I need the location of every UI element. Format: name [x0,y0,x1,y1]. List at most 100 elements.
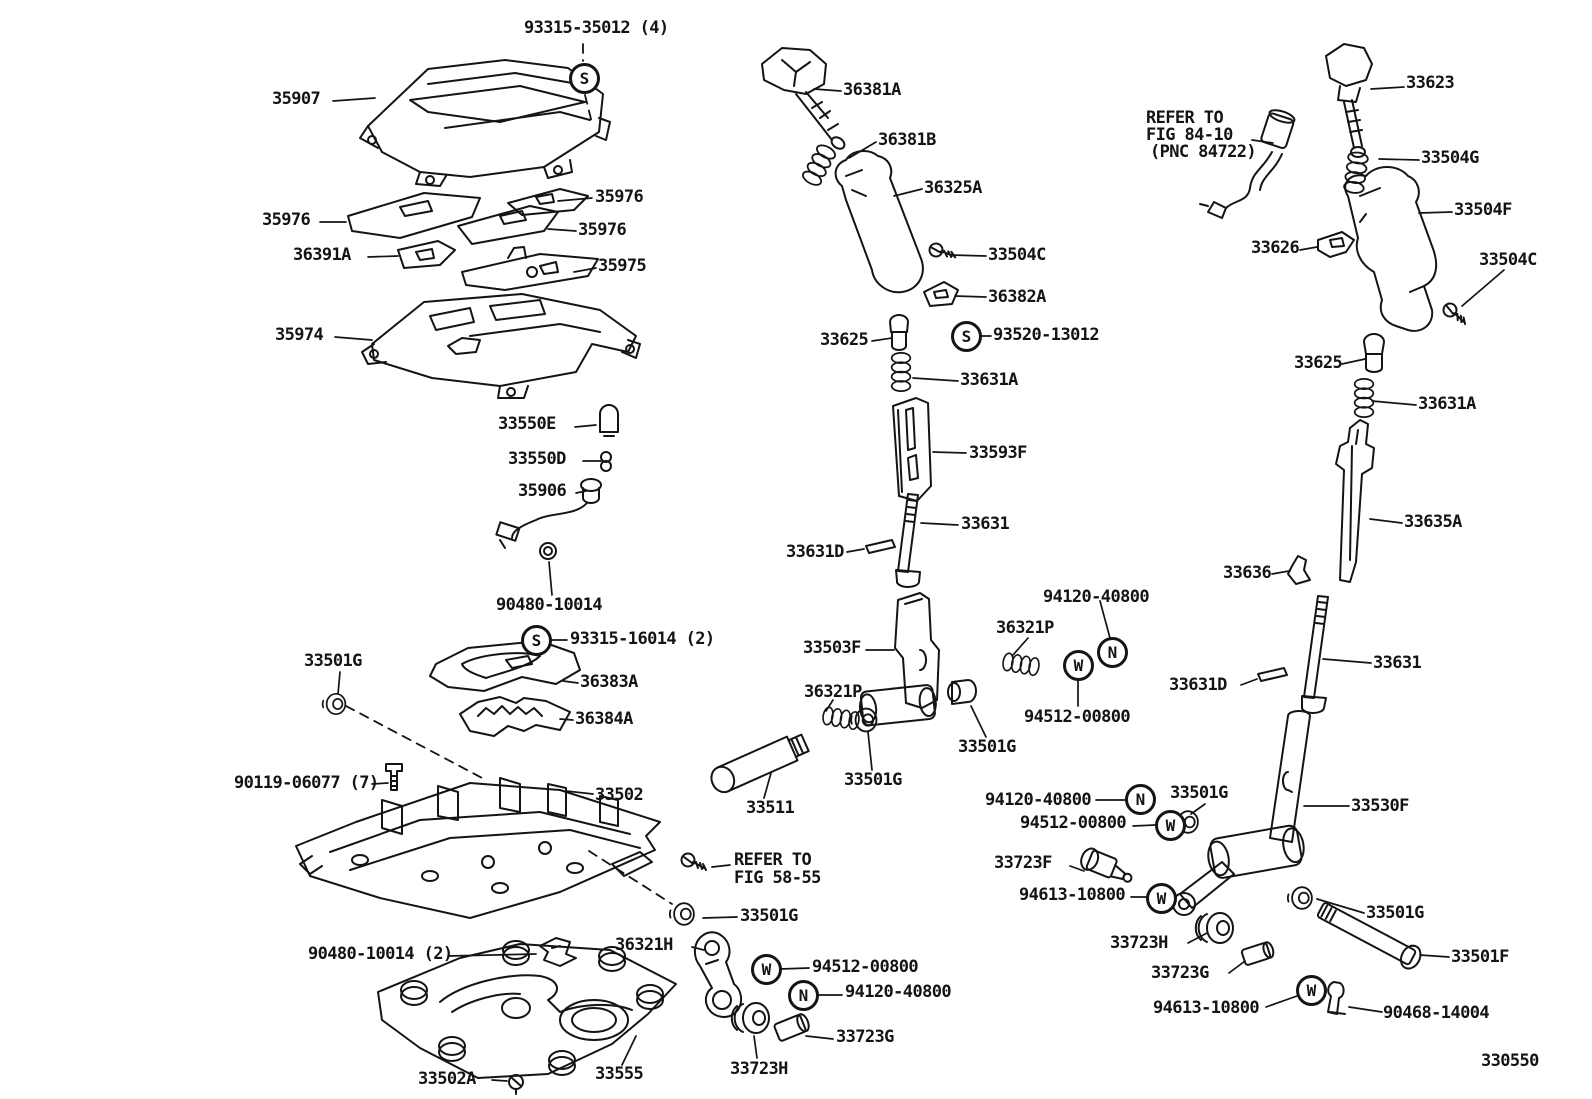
part-label: 33501G [1170,783,1228,803]
part-label: 36321P [804,682,862,702]
part-label: 36383A [580,672,638,692]
part-label: 90119-06077 (7) [234,773,379,793]
part-label: 33501G [1366,903,1424,923]
part-refer-fig58-55-screw-drawing [680,852,707,871]
part-33623-button-drawing [1325,43,1373,158]
part-label: 36381A [843,80,901,100]
part-label: 33504C [1479,250,1537,270]
part-label: 36384A [575,709,633,729]
part-label: 94120-40800 [845,982,952,1002]
part-label: 35976 [262,210,311,230]
part-label: 36321H [615,935,673,955]
part-label: 33631A [1418,394,1476,414]
part-label: 35974 [275,325,324,345]
part-label: FIG 84-10 [1146,125,1233,145]
part-33631A-right-spring-drawing [1353,378,1375,418]
part-33631D-right-pin-drawing [1257,667,1288,682]
part-label: 33501G [304,651,362,671]
dashed-lines [345,43,673,905]
part-35907-drawing [359,59,611,187]
part-label: 33636 [1223,563,1272,583]
part-label: 33555 [595,1064,644,1084]
part-90480-10014-2-clip-drawing [539,937,577,967]
part-label: 35907 [272,89,321,109]
circled-letter-w-symbol: W [1063,650,1094,681]
part-36391A-drawing [397,240,456,269]
circled-letter-s-symbol: S [569,63,600,94]
part-36321P-right-spring-drawing [1000,651,1042,677]
part-label: 93520-13012 [993,325,1100,345]
part-label: 33631 [1373,653,1422,673]
part-label: REFER TO [1146,108,1224,128]
part-label: 33631D [786,542,844,562]
part-33631D-middle-pin-drawing [865,539,896,554]
part-label: 330550 [1481,1051,1539,1071]
part-label: 93315-16014 (2) [570,629,715,649]
part-90480-10014-grommet-drawing [539,542,557,560]
part-label: 94512-00800 [1024,707,1131,727]
part-label: 33723G [836,1027,894,1047]
part-label: 33631A [960,370,1018,390]
part-label: 33501G [740,906,798,926]
part-label: 35906 [518,481,567,501]
part-label: REFER TO [734,850,812,870]
part-label: 94120-40800 [1043,587,1150,607]
part-33593F-plate-drawing [892,397,932,502]
circled-letter-n-symbol: N [1125,784,1156,815]
part-label: 94120-40800 [985,790,1092,810]
part-label: 33550E [498,414,556,434]
part-33723G-right-drawing [1240,941,1275,966]
part-label: 33501G [844,770,902,790]
part-label: 36321P [996,618,1054,638]
part-36382A-clip-drawing [923,281,959,307]
part-refer-fig84-10-wire-drawing [1199,109,1296,219]
part-33501G-center-bushing-drawing [668,902,695,926]
circled-letter-w-symbol: W [1146,883,1177,914]
part-label: 33623 [1406,73,1455,93]
part-33502-base-plate-drawing [295,777,661,919]
part-33504C-middle-screw-drawing [927,240,957,262]
part-label: 93315-35012 (4) [524,18,669,38]
circled-letter-w-symbol: W [751,954,782,985]
part-label: 94512-00800 [812,957,919,977]
part-label: FIG 58-55 [734,868,821,888]
part-36381A-button-drawing [761,47,846,150]
circled-letter-s-symbol: S [951,321,982,352]
part-33504F-knob-drawing [1344,166,1438,332]
part-33550D-drawing [600,451,612,472]
part-33636-clip-drawing [1287,555,1311,585]
part-33501G-center-right-bushing-drawing [947,679,977,705]
circled-letter-w-symbol: W [1155,810,1186,841]
part-33631-right-rod-drawing [1300,595,1329,715]
part-33723H-bottom-drawing [730,1002,770,1034]
part-label: 33723H [1110,933,1168,953]
part-33555-plate-drawing [377,940,677,1079]
part-label: 33625 [1294,353,1343,373]
part-36321H-link-drawing [694,931,742,1018]
part-35975-drawing [461,246,599,291]
part-label: 33511 [746,798,795,818]
part-35976-left-drawing [347,192,481,239]
part-33625-right-pin-drawing [1363,333,1385,373]
part-36383A-drawing [429,640,581,692]
part-35976-right-drawing [507,188,589,216]
circled-letter-w-symbol: W [1296,975,1327,1006]
part-label: 33631 [961,514,1010,534]
part-33502A-drawing [508,1074,524,1095]
part-label: 33635A [1404,512,1462,532]
part-label: 33504C [988,245,1046,265]
part-label: 94512-00800 [1020,813,1127,833]
part-35974-drawing [361,293,641,399]
leader-lines [319,86,1505,1082]
part-33530F-lever-drawing [1172,710,1311,916]
part-label: 36382A [988,287,1046,307]
part-label: 33501F [1451,947,1509,967]
part-33723F-sensor-drawing [1080,847,1133,883]
part-35906-wire-drawing [495,478,602,549]
circled-letter-n-symbol: N [788,980,819,1011]
part-label: 90480-10014 (2) [308,944,453,964]
part-label: 33502A [418,1069,476,1089]
part-36381B-spring-drawing [799,141,839,189]
